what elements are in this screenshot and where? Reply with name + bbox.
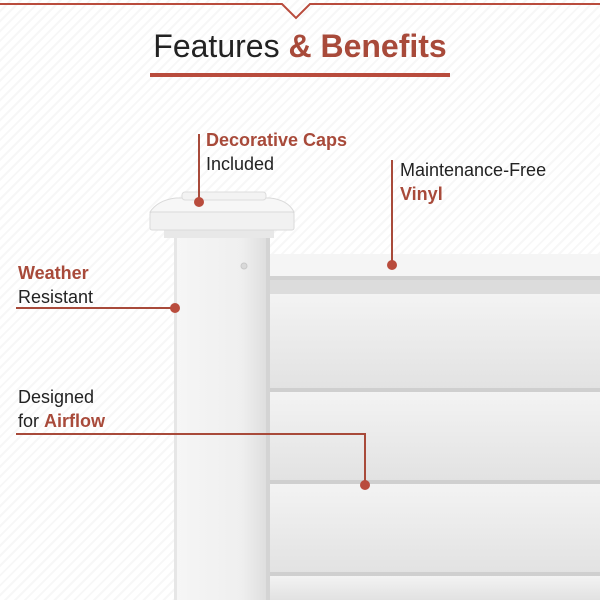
weather-callout-title: Weather — [18, 263, 89, 283]
airflow-callout-line1: Designed — [18, 387, 95, 407]
vinyl-leader — [391, 160, 393, 264]
page-title: Features & Benefits — [0, 24, 600, 68]
airflow-leader-h — [16, 433, 366, 435]
fence-post — [174, 234, 270, 600]
airflow-callout-line2: for Airflow — [18, 409, 105, 433]
top-rail — [268, 254, 600, 278]
vinyl-callout-title: Vinyl — [400, 184, 443, 204]
title-main: Features — [153, 28, 280, 64]
board — [268, 294, 600, 390]
fence-panel — [268, 254, 600, 600]
caps-callout-text: Included — [206, 154, 275, 174]
board — [268, 484, 600, 574]
airflow-callout: Designed for Airflow — [18, 385, 105, 433]
vinyl-dot — [387, 260, 397, 270]
airflow-leader-v — [364, 433, 366, 485]
vinyl-callout-text: Maintenance-Free — [400, 160, 547, 180]
weather-dot — [170, 303, 180, 313]
weather-leader — [16, 307, 176, 309]
airflow-dot — [360, 480, 370, 490]
airflow-callout-prefix: for — [18, 411, 40, 431]
caps-callout-title: Decorative Caps — [206, 130, 348, 150]
airflow-callout-title: Airflow — [44, 411, 106, 431]
caps-dot — [194, 197, 204, 207]
vinyl-callout: Maintenance-Free Vinyl — [400, 158, 546, 206]
board — [268, 392, 600, 482]
post-screw — [240, 262, 248, 270]
caps-callout: Decorative Caps Included — [206, 128, 347, 176]
top-frame — [0, 3, 600, 20]
title-underline — [150, 73, 450, 77]
caps-leader — [198, 134, 200, 202]
title-accent: & Benefits — [288, 28, 447, 64]
weather-callout-text: Resistant — [18, 287, 94, 307]
post-cap — [149, 191, 295, 238]
weather-callout: Weather Resistant — [18, 261, 93, 309]
